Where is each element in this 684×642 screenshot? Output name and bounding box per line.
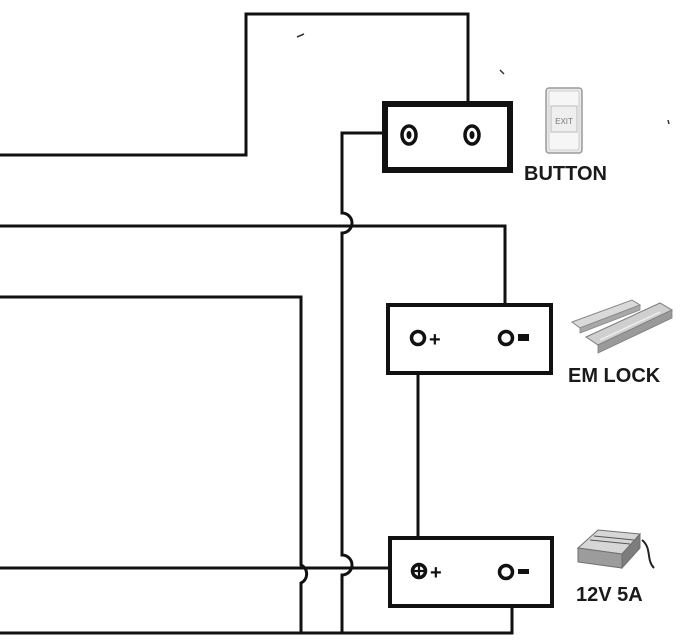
button-terminal-left-hole	[406, 131, 412, 139]
wire-button-left-trunk	[340, 131, 408, 633]
speck	[499, 69, 505, 75]
emlock-plus-sign: +	[429, 329, 441, 351]
power-supply-icon	[576, 529, 655, 570]
em-lock-icon	[570, 299, 674, 354]
speck	[296, 33, 305, 38]
wire-button-right	[0, 12, 470, 157]
exit-button-icon: EXIT	[545, 87, 583, 154]
power-plus-sign: +	[430, 562, 442, 584]
emlock-terminal-plus	[409, 329, 427, 347]
button-terminal-right-hole	[469, 131, 475, 139]
exit-plate-text: EXIT	[555, 117, 573, 126]
emlock-minus-sign	[518, 334, 529, 341]
wire-emlock-minus	[0, 224, 507, 340]
speck	[667, 119, 670, 125]
power-label: 12V 5A	[576, 584, 643, 606]
button-label: BUTTON	[524, 163, 607, 185]
emlock-terminal-minus	[497, 329, 515, 347]
power-minus-sign	[518, 569, 529, 574]
wire-loop	[0, 295, 309, 633]
emlock-label: EM LOCK	[568, 365, 661, 387]
power-terminal-minus	[497, 563, 515, 581]
